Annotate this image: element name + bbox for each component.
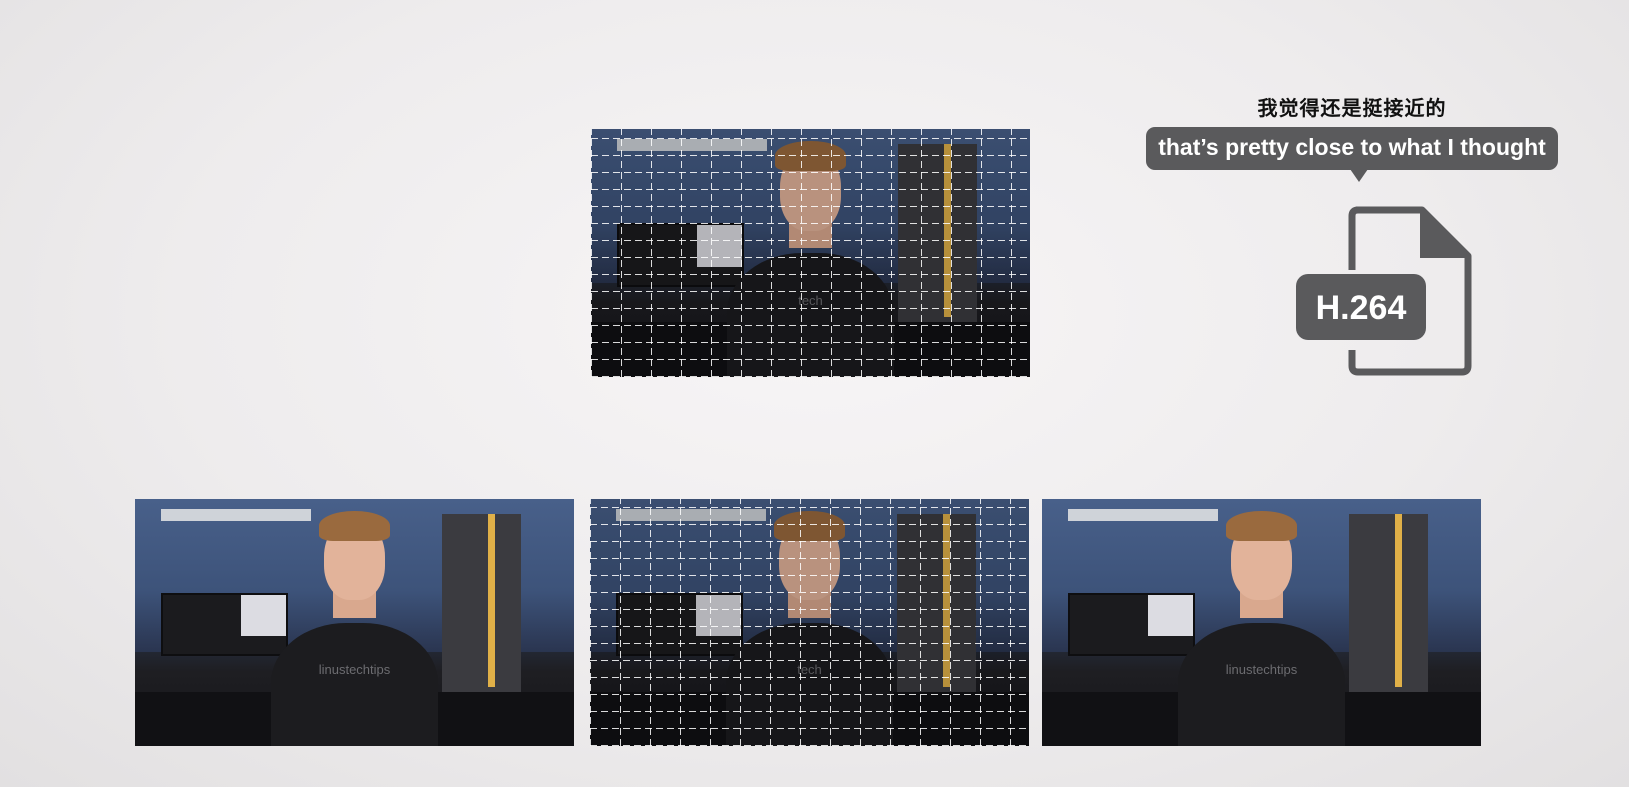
door [898,143,978,343]
door [1349,513,1429,712]
shelf [616,508,766,522]
shelf [161,508,311,522]
monitor [1068,592,1196,657]
monitor [161,592,289,657]
person-body [1178,622,1345,746]
subtitle-chinese: 我觉得还是挺接近的 [1257,98,1447,120]
subtitle-english-bubble: that’s pretty close to what I thought [1146,127,1558,182]
video-file-icon: H.264 [1296,206,1472,376]
file-icon-label: H.264 [1316,289,1407,327]
person-hair [775,141,846,172]
bottom-center-video-frame: tech [590,499,1029,746]
yellow-pole [944,143,951,318]
monitor [617,223,745,287]
yellow-pole [943,513,950,687]
top-video-frame: tech [591,129,1030,377]
monitor [616,592,744,657]
shirt-logo: linustechtips [318,662,391,678]
bottom-left-video-frame: linustechtips [135,499,574,746]
bottom-right-video-frame: linustechtips [1042,499,1481,746]
door [442,513,522,712]
door [897,513,977,712]
person-hair [774,511,845,541]
person-body [727,253,894,377]
yellow-pole [1395,513,1402,687]
shelf [617,138,767,152]
person-body [271,622,438,746]
shirt-logo: linustechtips [1225,662,1298,678]
shelf [1068,508,1218,522]
subtitle: 我觉得还是挺接近的 that’s pretty close to what I … [1140,92,1564,182]
yellow-pole [488,513,495,687]
person-hair [1226,511,1297,541]
person-hair [319,511,390,541]
person-body [726,622,893,746]
shirt-logo: tech [797,662,822,678]
shirt-logo: tech [798,292,823,308]
